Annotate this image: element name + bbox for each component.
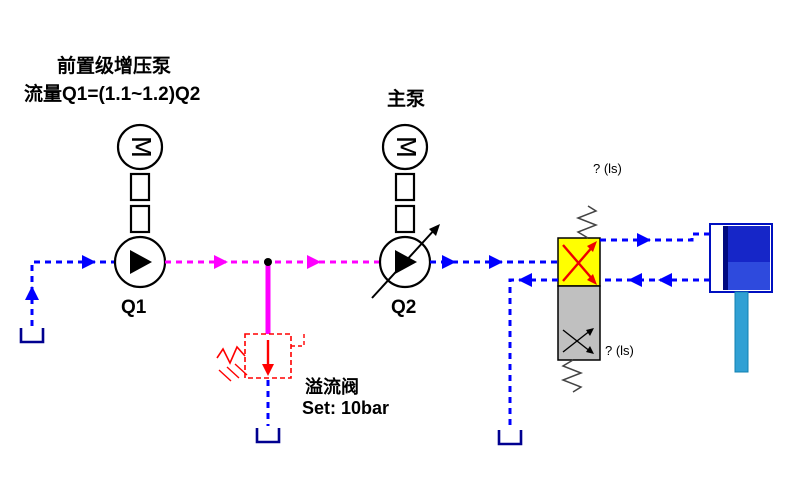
cylinder-piston: [723, 226, 728, 290]
motor-symbol-icon: M: [390, 136, 420, 158]
pipe-valve-to-cylinder-cap: [600, 232, 710, 247]
flow-arrow-right-icon: [82, 255, 96, 269]
flow-arrow-right-icon: [637, 233, 651, 247]
cylinder-rod: [734, 291, 749, 373]
flow-arrow-right-icon: [489, 255, 503, 269]
tank-left[interactable]: [19, 328, 45, 344]
valve-arrow-icon: [587, 274, 597, 285]
ls-signal-label-top: ? (ls): [593, 161, 622, 176]
relief-spring-icon: [216, 345, 246, 365]
electric-motor-2[interactable]: M: [381, 123, 429, 171]
pilot-line: [291, 334, 305, 347]
flow-arrow-left-icon: [658, 273, 672, 287]
flow-arrow-up-icon: [25, 286, 39, 300]
pipe-junction-dot: [264, 258, 272, 266]
pump-q2-label: Q2: [391, 297, 417, 318]
variable-arrowhead-icon: [429, 224, 440, 236]
valve-arrow-icon: [587, 241, 597, 252]
valve-spring-top-icon: [575, 205, 599, 239]
variable-displacement-arrow: [371, 227, 437, 299]
shaft-coupling-2: [394, 172, 416, 234]
flow-arrow-left-icon: [628, 273, 642, 287]
ls-signal-label-bottom: ? (ls): [605, 343, 634, 358]
suction-pipe-left: [25, 255, 115, 326]
flow-equation-label: 流量Q1=(1.1~1.2)Q2: [24, 84, 201, 105]
directional-valve[interactable]: [557, 205, 601, 393]
relief-valve-label: 溢流阀: [305, 377, 359, 397]
relief-arrow-icon: [262, 364, 274, 376]
motor-symbol-icon: M: [125, 136, 155, 158]
cylinder-cap-chamber: [727, 226, 770, 262]
flow-arrow-right-icon: [214, 255, 228, 269]
valve-neutral-position[interactable]: [557, 285, 601, 361]
valve-arrow-icon: [586, 328, 594, 336]
valve-arrow-icon: [586, 346, 594, 354]
boost-pressure-pipe: [165, 255, 380, 334]
relief-setting-label: Set: 10bar: [302, 398, 390, 418]
pump-q1-label: Q1: [121, 297, 147, 318]
electric-motor-1[interactable]: M: [116, 123, 164, 171]
tank-return[interactable]: [497, 430, 523, 446]
flow-arrow-right-icon: [442, 255, 456, 269]
flow-arrow-right-icon: [307, 255, 321, 269]
tank-relief[interactable]: [255, 428, 281, 444]
flow-arrow-left-icon: [518, 273, 532, 287]
boost-pump-title: 前置级增压泵: [57, 56, 172, 77]
main-pump-label: 主泵: [387, 89, 426, 110]
shaft-coupling-1: [129, 172, 151, 234]
pump-q2[interactable]: [371, 224, 440, 299]
pipe-cylinder-to-valve-rod: [600, 273, 710, 287]
valve-spring-bottom-icon: [560, 359, 584, 393]
supply-pipe-to-valve: [430, 255, 558, 269]
pump-q1[interactable]: [113, 235, 167, 289]
pump-flow-triangle-icon: [130, 250, 152, 274]
relief-valve[interactable]: [216, 333, 305, 382]
return-pipe-to-tank: [508, 273, 558, 428]
cylinder-rod-chamber: [727, 262, 770, 290]
hydraulic-cylinder[interactable]: [709, 223, 773, 373]
